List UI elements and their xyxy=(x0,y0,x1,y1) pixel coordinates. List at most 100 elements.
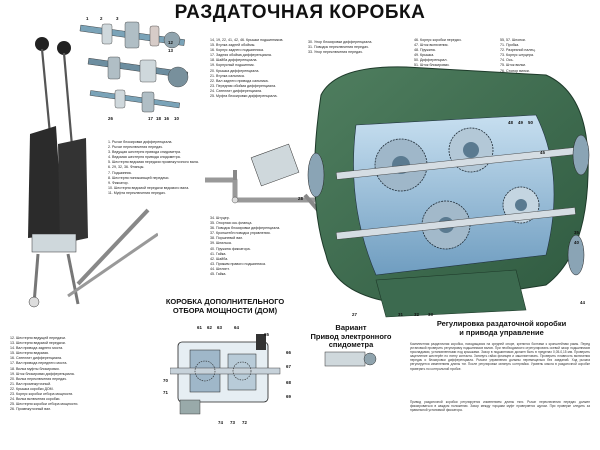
callout-label: 45 xyxy=(540,150,545,155)
legend-pto: 12. Шестерня ведущей передачи. 13. Шесте… xyxy=(10,336,160,412)
legend-item: 4. Ведомая шестерня привода спидометра. xyxy=(108,155,181,160)
legend-item: 72. Разрезной палец. xyxy=(500,48,536,53)
legend-item: 25. Шестерня коробки отбора мощности. xyxy=(10,402,79,407)
legend-item: 31. Поводок переключения передач. xyxy=(308,45,369,50)
callout-label: 16 xyxy=(164,116,169,121)
legend-item: 73. Корпус штуцера. xyxy=(500,53,534,58)
legend-item: 1. Рычаг блокировки дифференциала. xyxy=(108,140,173,144)
legend-item: 15. Втулка задней обоймы. xyxy=(210,43,256,48)
callout-label: 69 xyxy=(286,394,291,399)
callout-label: 49 xyxy=(518,120,523,125)
callout-label: 48 xyxy=(508,120,513,125)
legend-item: 48. Пружина. xyxy=(414,48,436,53)
legend-item: 6. 29, 32, 36. Фланцы. xyxy=(108,165,145,170)
legend-parts-mid2: 30. Упор блокировки дифференциала. 31. П… xyxy=(308,40,403,55)
callout-label: 13 xyxy=(168,48,173,53)
callout-label: 26 xyxy=(108,116,113,121)
legend-item: 15. Шестерня ведомая. xyxy=(10,351,49,356)
legend-item: 38. Поршневой вал. xyxy=(210,236,244,241)
legend-item: 74. Ось. xyxy=(500,58,514,63)
legend-item: 24. Сателлит дифференциала. xyxy=(210,88,263,93)
shaft-upper xyxy=(79,21,185,49)
legend-item: 26. Промежуточный вал. xyxy=(10,407,52,412)
flanges xyxy=(307,134,590,276)
legend-item: 16. Корпус заднего подшипника. xyxy=(210,48,264,53)
gear-levers-illustration xyxy=(28,37,158,308)
legend-item: 44. Шплинт. xyxy=(210,266,230,271)
adjust-caption: Регулировка раздаточной коробки и привод… xyxy=(436,319,567,337)
lever-left xyxy=(28,37,63,238)
callout-label: 68 xyxy=(286,380,291,385)
shaft-lower xyxy=(89,89,181,113)
shafts xyxy=(335,147,576,240)
legend-item: 30. Упор блокировки дифференциала. xyxy=(308,40,373,44)
callout-label: 2 xyxy=(100,16,103,21)
legend-item: 55, 57. Шпонки. xyxy=(500,38,526,42)
legend-item: 37. Кронштейн поводка управления. xyxy=(210,231,271,236)
legend-item: 9. Фиксатор. xyxy=(108,180,129,185)
callout-label: 70 xyxy=(163,378,168,383)
callout-label: 74 xyxy=(218,420,223,425)
legend-item: 2. Рычаг переключения передач. xyxy=(108,145,163,150)
legend-item: 47. Шток включения. xyxy=(414,43,449,48)
callout-label: 66 xyxy=(286,350,291,355)
transfer-case-cutaway xyxy=(307,66,590,318)
callout-label: 17 xyxy=(148,116,153,121)
callout-label: 27 xyxy=(352,312,357,317)
callout-label: 32 xyxy=(414,312,419,317)
callout-label: 62 xyxy=(207,325,212,330)
callout-label: 61 xyxy=(197,325,202,330)
callout-label: 44 xyxy=(580,300,585,305)
callout-label: 63 xyxy=(217,325,222,330)
legend-item: 16. Сателлит дифференциала. xyxy=(10,356,63,361)
legend-item: 12. Шестерня ведущей передачи. xyxy=(10,336,66,340)
legend-item: 14, 19, 22, 41, 42, 46. Крышки подшипник… xyxy=(210,38,284,42)
variant-caption: Вариант Привод электронного спидометра xyxy=(310,323,392,349)
callout-label: 64 xyxy=(234,325,239,330)
legend-item: 10. Шестерня ведомой передачи ведомого в… xyxy=(108,185,190,190)
legend-item: 23. Передняя обойма дифференциала. xyxy=(210,83,277,88)
pto-cutaway xyxy=(170,334,281,415)
callout-label: 72 xyxy=(242,420,247,425)
legend-item: 51. Шток блокировки. xyxy=(414,63,450,68)
legend-item: 75. Шток вилки. xyxy=(500,63,527,68)
legend-item: 11. Муфта переключения передач. xyxy=(108,190,166,195)
poster-title: РАЗДАТОЧНАЯ КОРОБКА xyxy=(174,2,426,23)
adjust-paragraph-2: Привод раздаточной коробки регулируется … xyxy=(410,400,590,413)
legend-parts-mid3: 34. Штуцер. 35. Опорная ось фланца. 36. … xyxy=(210,216,300,277)
legend-item: 23. Корпус коробки отбора мощности. xyxy=(10,392,74,397)
callout-label: 33 xyxy=(428,312,433,317)
callout-label: 10 xyxy=(174,116,179,121)
callout-label: 40 xyxy=(574,240,579,245)
pto-caption: КОРОБКА ДОПОЛНИТЕЛЬНОГО ОТБОРА МОЩНОСТИ … xyxy=(165,297,285,315)
exploded-shafts-illustration xyxy=(79,21,189,113)
callout-label: 73 xyxy=(230,420,235,425)
legend-item: 20. Вилка переключения передач. xyxy=(10,376,67,381)
callout-label: 12 xyxy=(168,40,173,45)
legend-item: 33. Упор переключения передач. xyxy=(308,50,363,55)
legend-item: 71. Пробка. xyxy=(500,43,520,48)
legend-item: 24. Вилка включения коробки. xyxy=(10,397,61,402)
legend-item: 42. Шайба. xyxy=(210,256,229,261)
legend-item: 19. Корпусный подшипник. xyxy=(210,63,255,68)
speedometer-drive-sketch xyxy=(324,351,377,367)
legend-parts-right2: 55, 57. Шпонки. 71. Пробка. 72. Разрезно… xyxy=(500,38,572,74)
legend-item: 36. Поводок блокировки дифференциала. xyxy=(210,226,281,231)
legend-item: 17. Задняя обойма дифференциала. xyxy=(210,53,272,58)
legend-item: 50. Дифференциал. xyxy=(414,58,448,63)
callout-label: 28 xyxy=(298,196,303,201)
legend-item: 5. Шестерня ведомая передачи промежуточн… xyxy=(108,160,199,165)
legend-item: 22. Крышка коробки ДОМ. xyxy=(10,386,54,391)
callout-label: 3 xyxy=(116,16,119,21)
callout-label: 50 xyxy=(528,120,533,125)
legend-item: 17. Вал привода переднего моста. xyxy=(10,361,68,366)
legend-item: 7. Подшипник. xyxy=(108,170,132,175)
legend-item: 43. Прижим правого подшипника. xyxy=(210,261,266,266)
legend-item: 21. Втулка сальника. xyxy=(210,73,245,78)
legend-item: 18. Вилка муфты блокировки. xyxy=(10,366,60,371)
legend-item: 35. Опорная ось фланца. xyxy=(210,221,253,226)
legend-item: 41. Гайка. xyxy=(210,251,227,256)
shaft-middle xyxy=(87,56,189,88)
bottom-cover xyxy=(375,269,527,318)
legend-item: 34. Штуцер. xyxy=(210,216,230,220)
